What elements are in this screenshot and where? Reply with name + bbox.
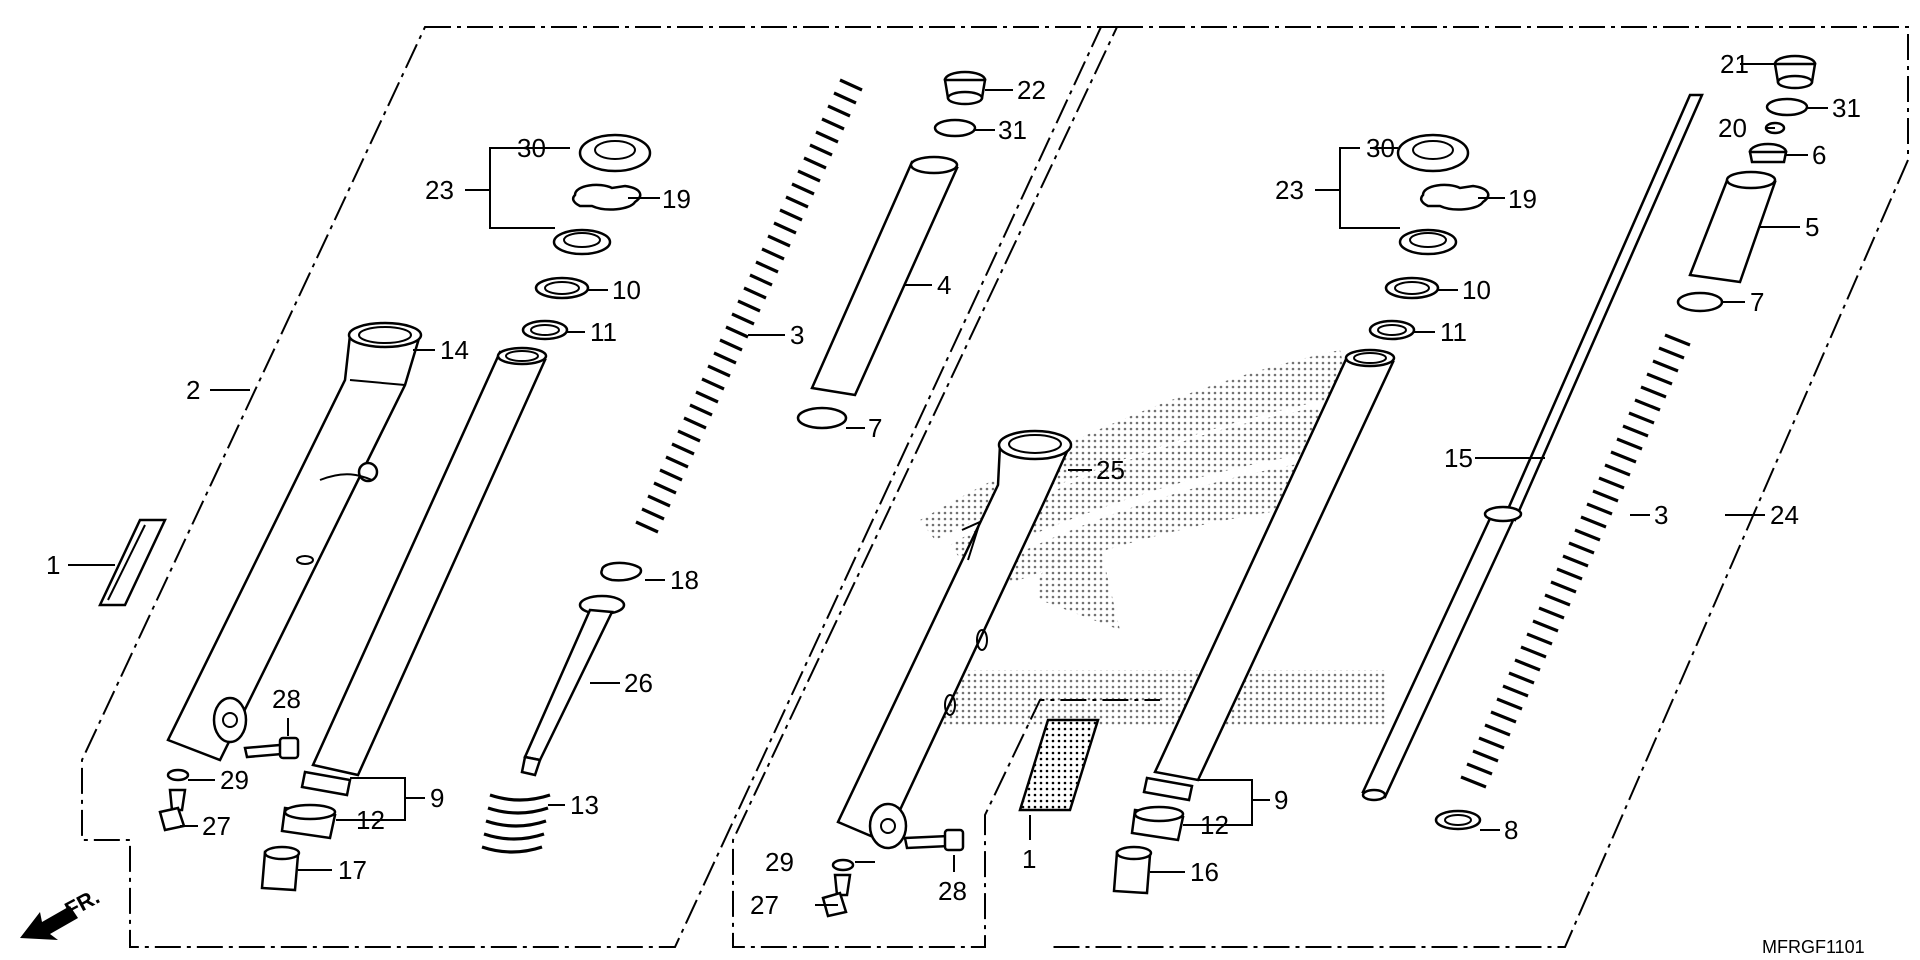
part-washer-10-left	[534, 276, 590, 300]
label-31-right: 31	[1832, 93, 1861, 123]
part-slider-pad-right	[1018, 718, 1100, 812]
part-oring-31-left	[933, 118, 977, 138]
label-23-left: 23	[425, 175, 454, 205]
front-direction-arrow-icon: FR.	[20, 884, 104, 940]
label-11-right: 11	[1440, 317, 1467, 347]
label-18: 18	[670, 565, 699, 595]
label-29-left: 29	[220, 765, 249, 795]
part-clip-19-right	[1419, 183, 1490, 211]
part-spring-13	[481, 793, 551, 854]
part-oring-31-right	[1765, 97, 1809, 117]
part-spring-3-left	[635, 78, 863, 534]
label-12-left: 12	[356, 805, 385, 835]
label-8: 8	[1504, 815, 1518, 845]
label-31-left: 31	[998, 115, 1027, 145]
part-cap-21	[1773, 54, 1817, 90]
part-spacer-4	[810, 155, 959, 397]
label-26: 26	[624, 668, 653, 698]
part-washer-7-left	[796, 406, 848, 430]
label-9-left: 9	[430, 783, 444, 813]
label-7-right: 7	[1750, 287, 1764, 317]
label-30-right: 30	[1366, 133, 1395, 163]
part-spring-3-right	[1460, 333, 1691, 789]
part-inner-tube-left	[300, 346, 548, 797]
label-11-left: 11	[590, 317, 617, 347]
label-14: 14	[440, 335, 469, 365]
label-27-left: 27	[202, 811, 231, 841]
label-5: 5	[1805, 212, 1819, 242]
label-20: 20	[1718, 113, 1747, 143]
part-dust-seal-30-right	[1396, 133, 1470, 173]
part-washer-7-right	[1676, 291, 1724, 313]
label-23-right: 23	[1275, 175, 1304, 205]
label-27-right: 27	[750, 890, 779, 920]
part-collar-16	[1112, 845, 1153, 895]
right-group-boundary	[1052, 26, 1909, 948]
label-12-right: 12	[1200, 810, 1229, 840]
part-bushing-11-left	[521, 319, 569, 341]
label-16: 16	[1190, 857, 1219, 887]
label-28-right: 28	[938, 876, 967, 906]
part-washer-29-right	[831, 858, 855, 872]
part-oil-seal-left	[552, 228, 612, 256]
label-29-right: 29	[765, 847, 794, 877]
part-outer-tube-25	[836, 429, 1073, 850]
part-cap-22	[943, 70, 987, 106]
part-bolt-28-right	[903, 828, 965, 852]
part-bolt-27-right	[821, 873, 852, 918]
label-13: 13	[570, 790, 599, 820]
part-bolt-27-left	[158, 788, 187, 832]
label-4: 4	[937, 270, 951, 300]
part-oil-seal-right	[1398, 228, 1458, 256]
label-17: 17	[338, 855, 367, 885]
callout-labels: 1 2 14 23 30 19 10 11 3 22 31 4 7 18 26 …	[46, 49, 1861, 920]
label-24: 24	[1770, 500, 1799, 530]
label-7-left: 7	[868, 413, 882, 443]
label-19-right: 19	[1508, 184, 1537, 214]
label-21: 21	[1720, 49, 1749, 79]
part-damper-rod-15	[1361, 93, 1704, 802]
part-bushing-8	[1434, 809, 1482, 831]
part-collar-17	[260, 845, 301, 892]
part-collar-5	[1688, 170, 1777, 284]
center-group-boundary	[732, 26, 1160, 948]
part-washer-10-right	[1384, 276, 1440, 300]
label-28-left: 28	[272, 684, 301, 714]
label-10-left: 10	[612, 275, 641, 305]
left-group-boundary	[81, 26, 1103, 948]
label-9-right: 9	[1274, 785, 1288, 815]
part-clip-19-left	[571, 183, 642, 211]
part-bushing-12-left	[280, 803, 337, 840]
label-30-left: 30	[517, 133, 546, 163]
label-1-left: 1	[46, 550, 60, 580]
diagram-code: MFRGF1101	[1762, 937, 1865, 957]
part-outer-tube-left	[166, 321, 423, 762]
leader-lines	[68, 63, 1828, 906]
label-1-right: 1	[1022, 844, 1036, 874]
part-bushing-12-right	[1130, 805, 1185, 842]
label-3-right: 3	[1654, 500, 1668, 530]
part-dust-seal-30-left	[578, 133, 652, 173]
label-15: 15	[1444, 443, 1473, 473]
label-19-left: 19	[662, 184, 691, 214]
part-rod-26	[520, 594, 626, 777]
label-6: 6	[1812, 140, 1826, 170]
part-bushing-11-right	[1368, 319, 1416, 341]
part-nut-6	[1748, 142, 1788, 164]
part-slider-pad-left	[98, 518, 167, 607]
part-bolt-28-left	[243, 736, 300, 760]
label-2: 2	[186, 375, 200, 405]
part-washer-29-left	[166, 768, 190, 782]
part-clip-18	[600, 561, 643, 582]
label-25: 25	[1096, 455, 1125, 485]
label-3-left: 3	[790, 320, 804, 350]
label-10-right: 10	[1462, 275, 1491, 305]
label-22: 22	[1017, 75, 1046, 105]
